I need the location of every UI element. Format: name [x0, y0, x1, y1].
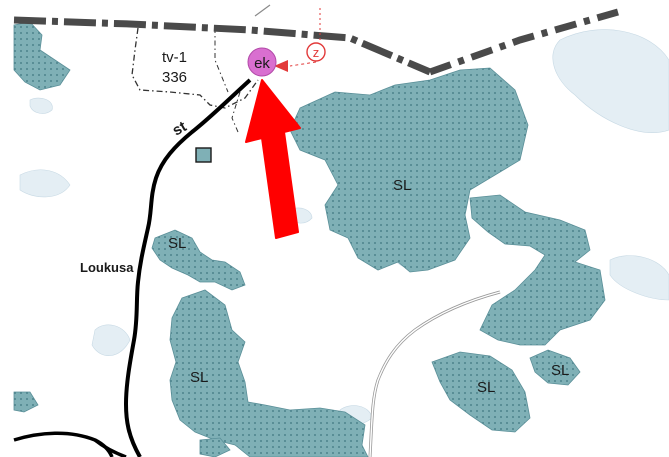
municipal-boundary-east: [428, 8, 619, 76]
municipal-boundary-north: [254, 4, 271, 17]
red-arrow-icon: [245, 79, 301, 239]
road-branch-south: [93, 438, 127, 457]
sl-area-west-edge: [13, 391, 39, 413]
sl-label-north-east: SL: [393, 177, 411, 194]
sl-area-north-west: [13, 21, 71, 91]
water-area: [91, 324, 131, 356]
sl-label-loukusa-lake: SL: [168, 235, 186, 252]
sl-area-loukusa-lake: [151, 229, 246, 291]
minor-road-inner: [369, 291, 501, 457]
boundary-line-vertical: [214, 28, 229, 93]
sl-label-south-east: SL: [477, 379, 495, 396]
main-road: [123, 78, 252, 457]
sl-label-south: SL: [190, 369, 208, 386]
water-area: [19, 169, 71, 198]
water-area: [609, 255, 669, 301]
marker-code-label: ek: [254, 55, 270, 72]
water-area: [29, 97, 53, 114]
small-square-icon: [195, 147, 212, 163]
sl-area-small-east: [529, 349, 581, 386]
sl-area-pond: [199, 437, 231, 457]
sl-area-north-east: [289, 67, 529, 273]
sl-area-east-branch: [469, 194, 606, 346]
z-symbol-label: z: [313, 45, 320, 60]
dotted-connector-horizontal: [289, 61, 317, 67]
village-label: Loukusa: [80, 260, 134, 275]
sl-area-south-east: [431, 351, 531, 433]
boundary-line-diagonal: [231, 91, 241, 133]
secondary-road-sw: [13, 431, 114, 457]
area-code-label: tv-1: [162, 49, 187, 66]
area-boundary-tv1: [131, 27, 259, 109]
triangle-pointer-icon: [274, 60, 288, 72]
sl-area-south: [169, 289, 369, 457]
water-areas: [19, 29, 669, 426]
water-area: [552, 29, 669, 133]
area-number-label: 336: [162, 69, 187, 86]
sl-label-small-east: SL: [551, 362, 569, 379]
circled-z-icon: [306, 42, 326, 62]
municipal-boundary-west: [13, 16, 432, 76]
pink-circle-marker[interactable]: [247, 47, 277, 77]
protected-areas: [13, 21, 606, 457]
